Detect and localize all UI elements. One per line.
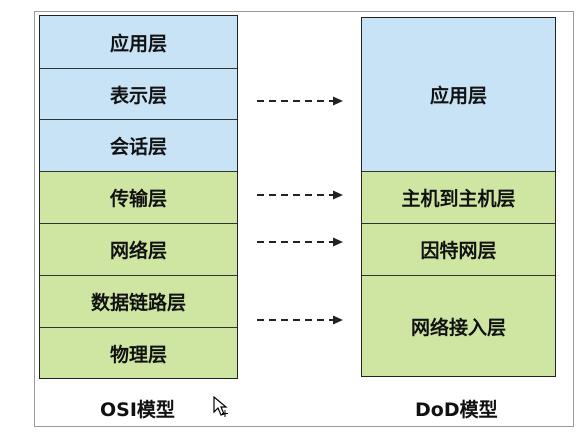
dod-model-stack: 应用层 主机到主机层 因特网层 网络接入层 [361, 17, 556, 377]
dod-layer-host-to-host: 主机到主机层 [362, 171, 555, 223]
osi-layer-presentation: 表示层 [40, 68, 237, 119]
dod-layer-internet: 因特网层 [362, 223, 555, 275]
osi-layer-data-link: 数据链路层 [40, 275, 237, 327]
osi-model-stack: 应用层 表示层 会话层 传输层 网络层 数据链路层 物理层 [39, 15, 238, 379]
osi-layer-network: 网络层 [40, 223, 237, 275]
osi-layer-session: 会话层 [40, 119, 237, 171]
move-cursor-icon [213, 396, 228, 417]
dod-layer-application: 应用层 [362, 18, 555, 171]
dod-layer-network-access: 网络接入层 [362, 275, 555, 376]
osi-layer-transport: 传输层 [40, 171, 237, 223]
osi-layer-physical: 物理层 [40, 327, 237, 378]
mapping-arrow-application [257, 96, 343, 106]
mapping-arrow-host-to-host [257, 190, 343, 200]
osi-model-caption: OSI模型 [100, 399, 175, 421]
mapping-arrow-internet [257, 237, 343, 247]
mapping-arrow-network-access [257, 315, 343, 325]
osi-layer-application: 应用层 [40, 16, 237, 68]
dod-model-caption: DoD模型 [415, 399, 498, 421]
